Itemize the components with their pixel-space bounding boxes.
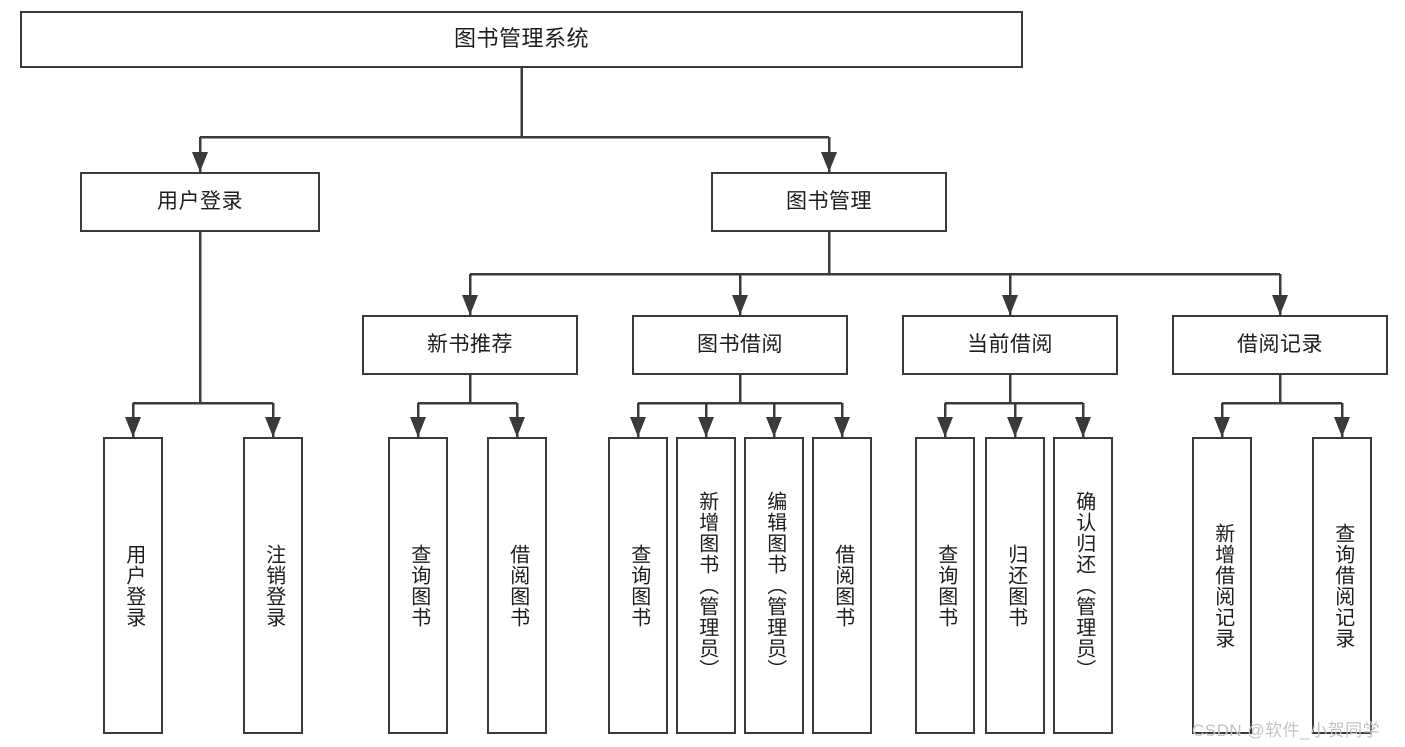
arrowhead-login <box>192 152 208 172</box>
node-label-root: 图书管理系统 <box>453 26 589 52</box>
node-label-current: 当前借阅 <box>967 333 1053 357</box>
node-borrow-2[interactable]: 新增图书（管理员） <box>676 437 736 734</box>
node-label-borrow-4: 借阅图书 <box>831 543 854 628</box>
arrowhead-current <box>1002 295 1018 315</box>
node-newbook[interactable]: 新书推荐 <box>362 315 578 375</box>
node-root[interactable]: 图书管理系统 <box>20 11 1023 68</box>
node-login-2[interactable]: 注销登录 <box>243 437 303 734</box>
node-current-3[interactable]: 确认归还（管理员） <box>1053 437 1113 734</box>
node-current-2[interactable]: 归还图书 <box>985 437 1045 734</box>
node-label-current-2: 归还图书 <box>1004 543 1027 628</box>
node-record-2[interactable]: 查询借阅记录 <box>1312 437 1372 734</box>
node-label-record-1: 新增借阅记录 <box>1211 522 1234 649</box>
node-label-newbook-2: 借阅图书 <box>506 543 529 628</box>
arrowhead-borrow-4 <box>834 417 850 437</box>
node-label-newbook-1: 查询图书 <box>407 543 430 628</box>
arrowhead-record-2 <box>1334 417 1350 437</box>
node-borrow[interactable]: 图书借阅 <box>632 315 848 375</box>
node-newbook-2[interactable]: 借阅图书 <box>487 437 547 734</box>
node-current-1[interactable]: 查询图书 <box>915 437 975 734</box>
node-label-borrow-2: 新增图书（管理员） <box>695 491 718 680</box>
arrowhead-record-1 <box>1214 417 1230 437</box>
arrowhead-newbook <box>462 295 478 315</box>
arrowhead-borrow-1 <box>630 417 646 437</box>
connector-group <box>125 68 1350 437</box>
node-bookmgmt[interactable]: 图书管理 <box>711 172 947 232</box>
node-label-borrow-1: 查询图书 <box>627 543 650 628</box>
node-borrow-1[interactable]: 查询图书 <box>608 437 668 734</box>
arrowhead-newbook-1 <box>410 417 426 437</box>
node-label-current-1: 查询图书 <box>934 543 957 628</box>
node-record[interactable]: 借阅记录 <box>1172 315 1388 375</box>
node-label-newbook: 新书推荐 <box>427 333 513 357</box>
csdn-watermark: CSDN @软件_小贺同学 <box>1192 721 1381 740</box>
arrowhead-newbook-2 <box>509 417 525 437</box>
node-label-login-2: 注销登录 <box>262 543 285 628</box>
node-login-1[interactable]: 用户登录 <box>103 437 163 734</box>
node-label-current-3: 确认归还（管理员） <box>1072 491 1095 680</box>
node-label-borrow-3: 编辑图书（管理员） <box>763 491 786 680</box>
node-label-borrow: 图书借阅 <box>697 333 783 357</box>
arrowhead-current-3 <box>1075 417 1091 437</box>
arrowhead-login-1 <box>125 417 141 437</box>
arrowhead-login-2 <box>265 417 281 437</box>
arrowhead-record <box>1272 295 1288 315</box>
node-borrow-3[interactable]: 编辑图书（管理员） <box>744 437 804 734</box>
node-label-bookmgmt: 图书管理 <box>786 190 872 214</box>
node-label-login: 用户登录 <box>157 190 243 214</box>
arrowhead-borrow-3 <box>766 417 782 437</box>
arrowhead-bookmgmt <box>821 152 837 172</box>
node-record-1[interactable]: 新增借阅记录 <box>1192 437 1252 734</box>
node-label-record: 借阅记录 <box>1237 333 1323 357</box>
node-newbook-1[interactable]: 查询图书 <box>388 437 448 734</box>
node-label-login-1: 用户登录 <box>122 543 145 628</box>
node-label-record-2: 查询借阅记录 <box>1331 522 1354 649</box>
arrowhead-current-2 <box>1007 417 1023 437</box>
node-login[interactable]: 用户登录 <box>80 172 320 232</box>
node-borrow-4[interactable]: 借阅图书 <box>812 437 872 734</box>
arrowhead-borrow-2 <box>698 417 714 437</box>
arrowhead-borrow <box>732 295 748 315</box>
node-current[interactable]: 当前借阅 <box>902 315 1118 375</box>
arrowhead-current-1 <box>937 417 953 437</box>
